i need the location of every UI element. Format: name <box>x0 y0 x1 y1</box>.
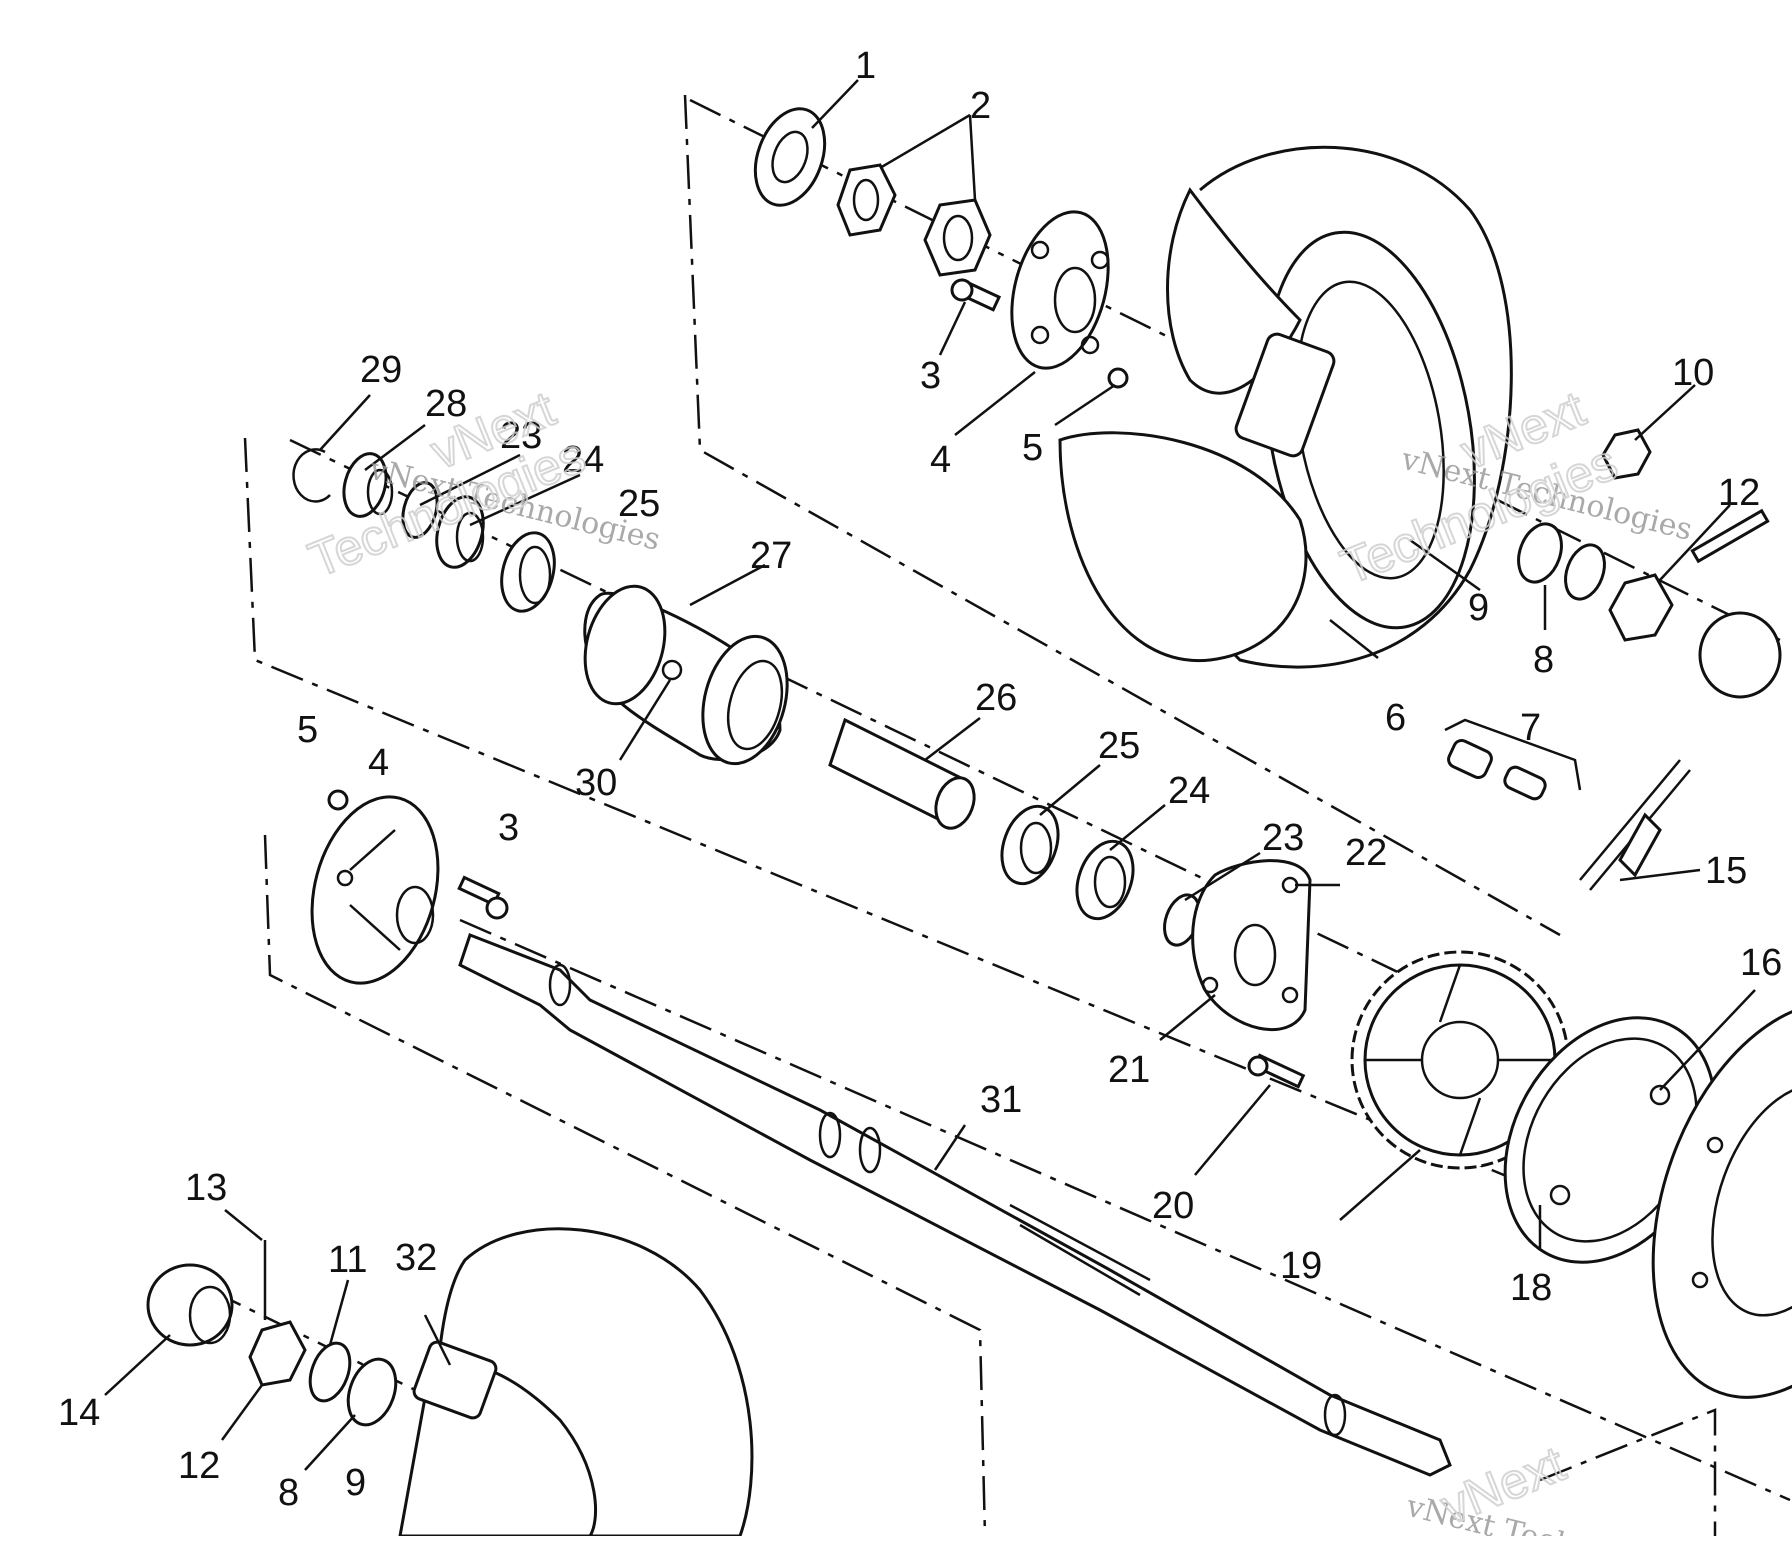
tire-lower <box>398 1227 754 1538</box>
lower-right-outline <box>1539 1408 1717 1536</box>
callout-19: 19 <box>1280 1245 1322 1287</box>
callout-15: 15 <box>1705 850 1747 892</box>
callout-9: 9 <box>1468 587 1489 629</box>
callout-1: 1 <box>855 45 876 87</box>
callout-12-lower: 12 <box>178 1445 220 1487</box>
rear-axle-shaft <box>458 933 1452 1477</box>
callout-20: 20 <box>1152 1185 1194 1227</box>
callout-7: 7 <box>1520 707 1541 749</box>
callout-27: 27 <box>750 535 792 577</box>
callout-2: 2 <box>970 85 991 127</box>
drive-sprocket <box>1350 950 1570 1170</box>
castle-nut-lower <box>248 1240 307 1387</box>
callout-13: 13 <box>185 1167 227 1209</box>
washer-lower-2 <box>346 1357 398 1427</box>
callout-3-lower: 3 <box>498 807 519 849</box>
callout-18: 18 <box>1510 1267 1552 1309</box>
sprocket-hub <box>1191 859 1312 1032</box>
callout-12: 12 <box>1718 472 1760 514</box>
seal-bearing-pair <box>1000 804 1201 947</box>
axle-housing <box>583 584 789 766</box>
callout-16: 16 <box>1740 942 1782 984</box>
wheel-hub-lower <box>310 795 440 985</box>
callout-8-lower: 8 <box>278 1472 299 1514</box>
hex-nut-pair <box>836 163 992 277</box>
bolt-part <box>950 278 1002 312</box>
small-nut <box>1107 367 1129 389</box>
middle-axis <box>289 438 1561 1052</box>
leader-lines <box>104 79 1756 1471</box>
snap-ring <box>292 448 331 503</box>
clip-assembly <box>1444 718 1582 801</box>
wheel-hub-upper <box>1010 210 1110 370</box>
callout-11: 11 <box>328 1239 367 1281</box>
callout-29: 29 <box>360 349 402 391</box>
callout-8: 8 <box>1533 639 1554 681</box>
callout-32: 32 <box>395 1237 437 1279</box>
callout-4: 4 <box>930 439 951 481</box>
hub-nut <box>327 789 349 811</box>
sprocket-bolt <box>1247 1053 1306 1089</box>
right-axle-parts <box>1517 428 1782 699</box>
tire-upper <box>1058 145 1513 669</box>
callout-31: 31 <box>980 1079 1022 1121</box>
callout-9-lower: 9 <box>345 1462 366 1504</box>
callout-labels: 1 2 3 4 5 6 7 8 9 10 12 29 28 23 24 25 2… <box>58 45 1782 1514</box>
callout-6: 6 <box>1385 697 1406 739</box>
callout-5: 5 <box>1022 427 1043 469</box>
panel-outlines <box>243 94 1717 1537</box>
callout-4-lower: 4 <box>368 742 389 784</box>
bearing-stack <box>342 452 556 613</box>
washer-part <box>753 107 827 207</box>
callout-24-lower: 24 <box>1168 770 1210 812</box>
callout-5-lower: 5 <box>297 709 318 751</box>
callout-10: 10 <box>1672 352 1714 394</box>
callout-30: 30 <box>575 762 617 804</box>
lower-axis <box>459 918 1791 1502</box>
callout-23-lower: 23 <box>1262 817 1304 859</box>
brake-disc <box>1651 1001 1792 1399</box>
chain-guard-pieces <box>1579 759 1691 891</box>
callout-23: 23 <box>500 415 542 457</box>
callout-14: 14 <box>58 1392 100 1434</box>
lower-panel-outline <box>263 834 987 1537</box>
hub-cap-lower <box>146 1263 234 1347</box>
axis-lines <box>209 98 1791 1502</box>
washer-lower <box>308 1341 352 1403</box>
hub-bolt <box>457 875 509 920</box>
callout-26: 26 <box>975 677 1017 719</box>
middle-panel-outline <box>243 437 1711 1262</box>
callout-3: 3 <box>920 355 941 397</box>
callout-25: 25 <box>618 483 660 525</box>
callout-21: 21 <box>1108 1049 1150 1091</box>
callout-25-lower: 25 <box>1098 725 1140 767</box>
callout-28: 28 <box>425 383 467 425</box>
spacer-tube <box>828 717 976 830</box>
callout-22: 22 <box>1345 832 1387 874</box>
callout-24: 24 <box>562 439 604 481</box>
